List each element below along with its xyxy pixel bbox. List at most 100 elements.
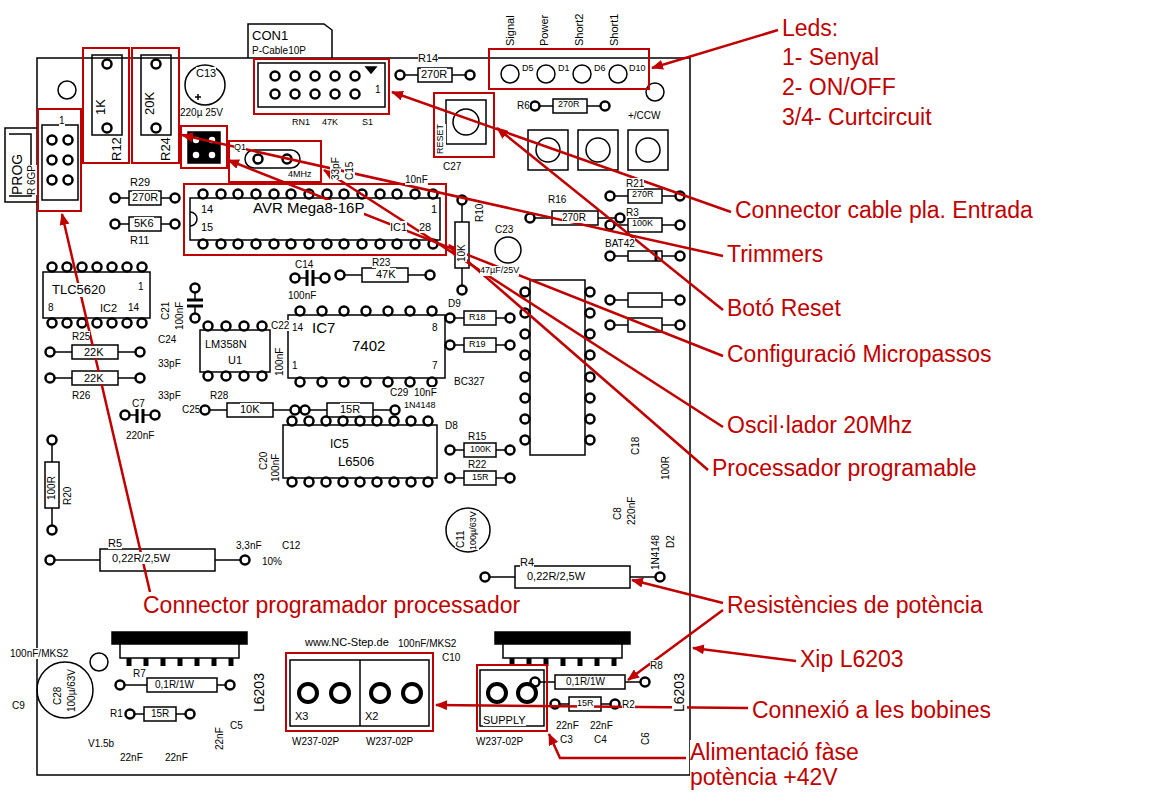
silkscreen-label: D9 [448, 298, 461, 309]
silkscreen-label: +/CCW [628, 110, 661, 121]
callout-text: 1- Senyal [782, 45, 879, 70]
silkscreen-label: Power [538, 15, 550, 46]
callout-text: 3/4- Curtcircuit [782, 105, 932, 130]
silkscreen-label: 10K [456, 244, 467, 262]
silkscreen-label: C29 [390, 387, 408, 398]
box-text: R24 [159, 137, 173, 161]
silkscreen-label: C3 [560, 734, 573, 745]
silkscreen-label: 0,1R/1W [155, 679, 194, 690]
silkscreen-label: 7402 [352, 338, 385, 355]
silkscreen-label: 22K [84, 372, 104, 384]
silkscreen-label: www.NC-Step.de [305, 636, 389, 648]
silkscreen-label: R4 [520, 556, 534, 568]
silkscreen-label: 220µ 25V [180, 107, 223, 118]
silkscreen-label: 8 [432, 322, 438, 333]
highlight-box: 20K R24 [131, 47, 180, 164]
silkscreen-label: 15R [151, 708, 169, 719]
silkscreen-label: CON1 [252, 29, 288, 43]
callout-text: Processador programable [712, 456, 977, 481]
silkscreen-label: C22 [271, 320, 289, 331]
box-text: D6 [594, 64, 606, 74]
silkscreen-label: 47K [322, 118, 338, 128]
box-text: D10 [629, 64, 646, 74]
silkscreen-label: 270R [558, 100, 580, 110]
silkscreen-label: 220nF [626, 497, 637, 525]
silkscreen-label: 10K [240, 403, 260, 415]
silkscreen-label: R29 [130, 176, 150, 188]
silkscreen-label: 1 [138, 281, 144, 292]
silkscreen-label: 270R [632, 190, 654, 200]
silkscreen-label: R19 [469, 340, 486, 350]
callout-text: Oscil·lador 20Mhz [727, 413, 912, 438]
silkscreen-label: 14 [128, 302, 139, 313]
silkscreen-label: 47µF/25V [480, 266, 519, 276]
silkscreen-label: 10% [262, 556, 282, 567]
silkscreen-label: D2 [665, 535, 676, 548]
silkscreen-label: 1 [292, 360, 298, 371]
silkscreen-label: BAT42 [605, 238, 635, 249]
silkscreen-label: 270R [421, 68, 447, 80]
silkscreen-label: 100nF [274, 348, 285, 376]
silkscreen-label: C28 [52, 687, 63, 705]
highlight-box: 1 [37, 108, 82, 212]
silkscreen-label: 100K [470, 445, 491, 455]
callout-text: Configuració Micropassos [727, 342, 992, 367]
silkscreen-label: 100R [660, 456, 671, 480]
highlight-frame [181, 126, 227, 168]
box-text: Q1 [234, 143, 246, 153]
silkscreen-label: 100µ/63V [66, 669, 77, 712]
silkscreen-label: C7 [132, 398, 145, 409]
box-text: SUPPLY [483, 714, 526, 726]
box-text: 1K [94, 99, 108, 115]
silkscreen-label: 0,22R/2,5W [112, 552, 170, 564]
silkscreen-label: L6506 [338, 455, 374, 469]
box-text: AVR Mega8-16P [253, 200, 364, 217]
silkscreen-label: C10 [442, 652, 460, 663]
silkscreen-label: V1.5b [88, 738, 114, 749]
highlight-box: SUPPLY [476, 664, 548, 732]
silkscreen-label: 0,22R/2,5W [527, 570, 585, 582]
highlight-box: 14AVR Mega8-16P115IC128 [183, 183, 447, 256]
silkscreen-label: Signal [504, 15, 516, 46]
silkscreen-label: C24 [158, 334, 176, 345]
box-text: X3 [295, 710, 308, 722]
silkscreen-label: R26 [72, 390, 90, 401]
silkscreen-label: 7 [432, 360, 438, 371]
silkscreen-label: R20 [62, 487, 73, 505]
silkscreen-label: 47K [376, 268, 396, 280]
callout-text: Connector programador processador [143, 593, 520, 618]
box-text: D5 [522, 64, 534, 74]
silkscreen-label: R7 [133, 668, 146, 679]
silkscreen-label: C9 [12, 700, 25, 711]
callout-text: Trimmers [727, 242, 823, 267]
silkscreen-label: U1 [228, 354, 242, 366]
box-text: RESET [436, 124, 446, 154]
callout-text: Connexió a les bobines [752, 698, 991, 723]
silkscreen-label: R11 [130, 234, 149, 246]
silkscreen-label: 1N4148 [404, 401, 436, 411]
highlight-box: X3 X2 [285, 652, 434, 732]
silkscreen-label: PROG [10, 154, 25, 195]
silkscreen-label: L6203 [252, 673, 267, 712]
box-text: IC1 [390, 221, 407, 233]
leader-lines [62, 30, 796, 758]
silkscreen-label: 15R [340, 403, 360, 415]
box-text: X2 [365, 710, 378, 722]
silkscreen-label: W237-02P [366, 736, 413, 747]
silkscreen-label: 22nF [165, 752, 188, 763]
silkscreen-label: C14 [295, 259, 313, 270]
silkscreen-label: C4 [594, 734, 607, 745]
silkscreen-label: 10nF [405, 174, 428, 185]
silkscreen-label: C5 [230, 720, 243, 731]
silkscreen-label: 100nF [174, 302, 185, 330]
box-text: 20K [143, 92, 157, 115]
box-text: 1 [59, 115, 65, 126]
silkscreen-label: P-Cable10P [252, 45, 306, 56]
silkscreen-label: 100µ/63V [469, 511, 479, 550]
callout-text: Botó Reset [727, 296, 841, 321]
silkscreen-label: 220nF [126, 430, 154, 441]
silkscreen-label: C25 [182, 404, 200, 415]
silkscreen-label: 10nF [414, 387, 437, 398]
silkscreen-label: BC327 [454, 376, 485, 387]
silkscreen-label: 22nF [214, 727, 225, 750]
